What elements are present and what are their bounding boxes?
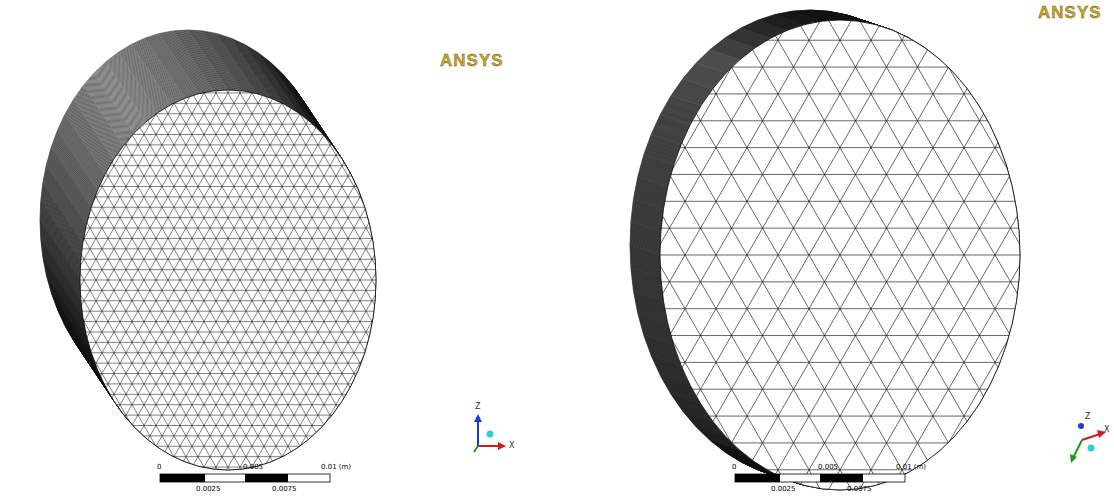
scale-bar: [735, 474, 905, 482]
scale-value: 0.0025: [196, 486, 221, 493]
scale-value: 0.0025: [771, 486, 796, 493]
axis-label: Z: [475, 403, 480, 411]
axis-triad: [474, 414, 506, 452]
face-mesh: [0, 72, 631, 488]
face-outline: [80, 90, 376, 470]
axis-label: X: [1104, 426, 1109, 434]
scale-value: 0.01 (m): [896, 464, 926, 471]
face-outline: [660, 20, 1020, 490]
face-mesh: [296, 0, 1114, 503]
mesh-lines: [0, 72, 631, 488]
scale-value: 0: [732, 464, 736, 471]
scale-value: 0.0075: [847, 486, 872, 493]
mesh-lines: [296, 0, 1114, 503]
axis-triad: [1070, 423, 1106, 463]
cylinder-side: [630, 10, 1020, 490]
scale-value: 0.005: [818, 464, 838, 471]
software-logo: ANSYS: [1038, 4, 1102, 21]
scale-value: 0: [157, 464, 161, 471]
axis-label: X: [509, 442, 514, 450]
scale-value: 0.0075: [272, 486, 297, 493]
axis-label: Z: [1085, 413, 1090, 421]
scale-value: 0.005: [243, 464, 263, 471]
software-logo: ANSYS: [440, 52, 504, 69]
scale-bar: [160, 474, 330, 482]
scale-value: 0.01 (m): [321, 464, 351, 471]
